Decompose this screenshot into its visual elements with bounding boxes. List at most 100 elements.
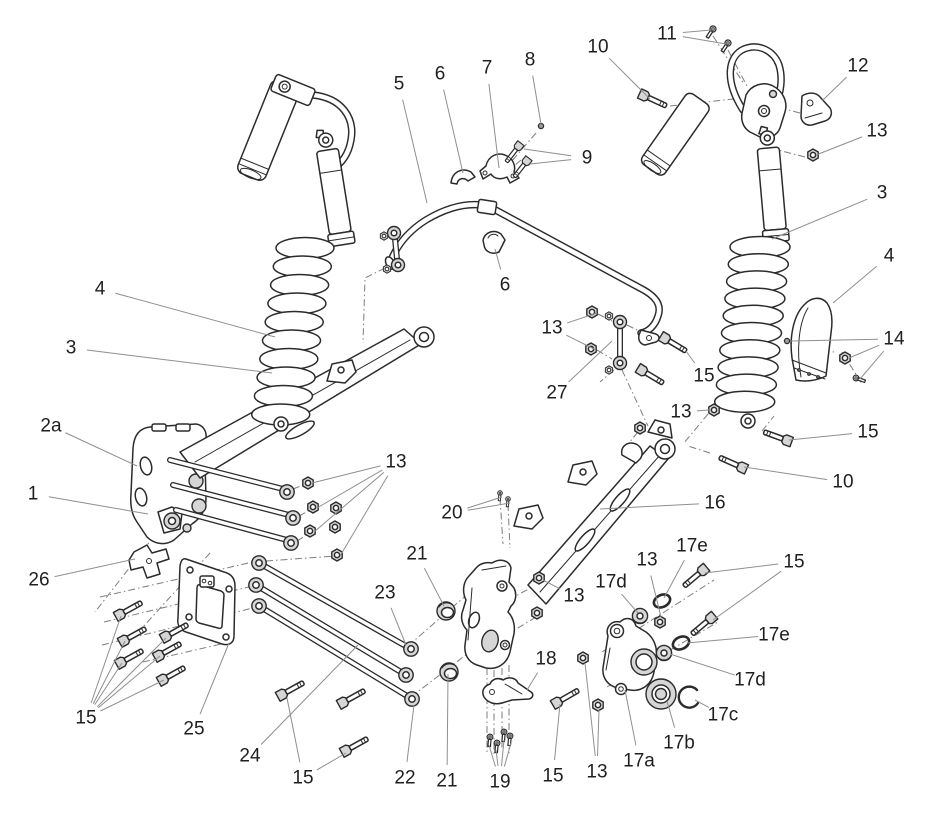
leader-line-22-44	[406, 704, 415, 763]
leader-line-13-48	[597, 709, 600, 757]
part-label-22-44: 22	[394, 768, 415, 789]
part-label-16-23: 16	[704, 493, 725, 514]
screw	[505, 732, 514, 747]
part-label-13-48: 13	[586, 762, 607, 783]
leader-line-14-17	[848, 344, 880, 359]
upper-mount-bracket	[740, 83, 787, 139]
leader-line-3-13	[771, 198, 868, 240]
part-label-15-31: 15	[783, 552, 804, 573]
leader-line-15-31	[704, 563, 779, 574]
hex-bolt	[634, 362, 667, 389]
leader-line-15-38	[90, 615, 122, 704]
leader-line-19-46	[495, 749, 499, 767]
leader-line-9-8	[529, 159, 572, 165]
shock-body	[756, 125, 790, 244]
bushing-17d	[655, 644, 673, 662]
screw	[704, 24, 718, 40]
leader-line-13-16	[567, 312, 598, 324]
part-label-2a-1: 2a	[40, 416, 62, 437]
leader-line-24-41	[260, 644, 359, 745]
o-ring-17e	[650, 590, 674, 612]
leader-line-19-46	[503, 742, 512, 767]
leader-line-15-38	[97, 655, 161, 709]
leader-line-15-38	[92, 640, 126, 704]
part-label-15-47: 15	[542, 766, 563, 787]
leader-line-3-2	[86, 349, 273, 374]
bracket-26	[128, 544, 170, 579]
leader-line-11-10	[682, 29, 712, 34]
leader-line-25-39	[199, 642, 230, 715]
part-label-12-11: 12	[847, 56, 868, 77]
hex-bolt	[716, 452, 750, 475]
part-label-6-15: 6	[500, 275, 511, 296]
leader-line-15-31	[712, 570, 782, 621]
part-label-27-19: 27	[546, 383, 567, 404]
leader-line-10-22	[743, 466, 828, 481]
leader-line-20-25	[467, 496, 503, 509]
screw	[504, 495, 512, 508]
leader-line-4-3	[115, 292, 276, 338]
hex-bolt	[335, 685, 368, 711]
bushing-17d	[631, 607, 649, 625]
leader-line-15-38	[96, 637, 167, 708]
hex-bolt	[657, 330, 690, 357]
rod-end	[248, 577, 264, 593]
bar-clamp-7	[479, 153, 520, 184]
part-label-8-7: 8	[525, 50, 536, 71]
rod-end	[404, 691, 420, 707]
part-label-13-32: 13	[563, 586, 584, 607]
part-label-23-33: 23	[374, 583, 395, 604]
rod-end	[251, 555, 267, 571]
leader-line-17c-37	[694, 699, 710, 708]
hex-bolt	[636, 88, 670, 112]
leader-line-13-32	[542, 579, 561, 590]
hex-nut	[329, 520, 341, 534]
hex-nut	[330, 501, 342, 515]
part-label-3-13: 3	[877, 183, 888, 204]
part-label-15-43: 15	[292, 768, 313, 789]
screw	[719, 38, 733, 54]
part-label-18-36: 18	[535, 649, 556, 670]
hex-nut	[533, 571, 545, 585]
lower-link-rods	[248, 555, 420, 707]
screw	[496, 489, 504, 502]
part-label-3-2: 3	[66, 338, 77, 359]
hex-bolt	[688, 610, 719, 639]
part-label-25-39: 25	[183, 719, 204, 740]
end-link-27	[604, 311, 628, 375]
part-label-17e-34: 17e	[758, 625, 790, 646]
leader-line-6-5	[443, 89, 464, 174]
rod-end	[251, 598, 267, 614]
leader-line-27-19	[568, 340, 613, 383]
part-label-13-16: 13	[541, 318, 562, 339]
hex-nut	[654, 615, 666, 629]
leader-line-14-17	[790, 338, 879, 342]
left-shock-absorber	[236, 73, 356, 432]
part-label-13-24: 13	[385, 452, 406, 473]
bracket-12	[800, 92, 833, 126]
lower-pivot-part-1	[157, 506, 192, 534]
leader-line-13-24	[316, 469, 383, 509]
part-label-7-6: 7	[482, 58, 493, 79]
part-label-21-45: 21	[436, 771, 457, 792]
bar-bushing-upper	[450, 169, 476, 185]
leader-line-23-33	[390, 607, 407, 646]
part-label-13-12: 13	[866, 121, 887, 142]
hex-nut	[839, 351, 851, 365]
hub-carrier-group	[602, 590, 700, 710]
leader-line-9-8	[523, 148, 572, 157]
upper-link-rods	[167, 457, 301, 551]
hex-nut	[592, 698, 604, 712]
leader-line-1-0	[48, 496, 149, 515]
coil-spring-right	[713, 235, 791, 414]
leader-line-12-11	[821, 76, 847, 102]
leader-line-7-6	[488, 83, 500, 169]
part-label-13-20: 13	[670, 402, 691, 423]
rod-end	[279, 484, 295, 500]
rod-end	[283, 535, 299, 551]
bar-end-tab	[638, 329, 660, 346]
part-label-11-10: 11	[657, 24, 677, 45]
leader-line-11-10	[682, 36, 727, 45]
part-label-9-8: 9	[582, 148, 593, 169]
